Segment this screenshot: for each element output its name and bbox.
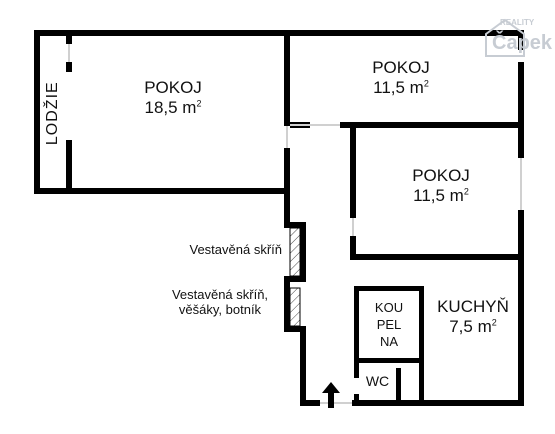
room-pokoj-3: POKOJ 11,5 m2 (386, 166, 496, 205)
closet-2-hatch (289, 287, 301, 327)
room-wc: WC (365, 373, 390, 389)
room-kuchyn: KUCHYŇ 7,5 m2 (418, 297, 528, 336)
closet-line: Vestavěná skříň (189, 242, 283, 257)
closet-line: Vestavěná skříň, (171, 287, 269, 302)
closet-label-2: Vestavěná skříň, věšáky, botník (158, 287, 282, 318)
closet-label-1: Vestavěná skříň (158, 242, 283, 258)
room-area: 11,5 m2 (373, 77, 429, 97)
closet-1-hatch (289, 227, 301, 277)
watermark-brand: REALITY (500, 18, 535, 27)
room-name: POKOJ (412, 166, 470, 185)
closet-line: věšáky, botník (178, 301, 262, 317)
bathroom-line: PEL (376, 316, 402, 332)
openings (68, 44, 522, 404)
room-name: KUCHYŇ (437, 297, 509, 316)
watermark-name: Čapek (492, 32, 553, 54)
entrance-arrow-icon (322, 382, 340, 408)
room-name: POKOJ (372, 58, 430, 77)
room-pokoj-2: POKOJ 11,5 m2 (346, 58, 456, 97)
walls (34, 30, 524, 406)
bathroom-line: KOU (374, 300, 404, 315)
room-koupelna: KOU PEL NA (359, 300, 419, 351)
room-pokoj-1: POKOJ 18,5 m2 (118, 78, 228, 117)
bathroom-line: NA (379, 333, 399, 349)
room-lodzie: LODŽIE (43, 81, 61, 146)
room-area: 11,5 m2 (413, 185, 469, 205)
room-area: 18,5 m2 (144, 97, 202, 117)
room-name: POKOJ (144, 78, 202, 97)
house-outline-icon (485, 18, 525, 57)
room-area: 7,5 m2 (449, 316, 497, 336)
